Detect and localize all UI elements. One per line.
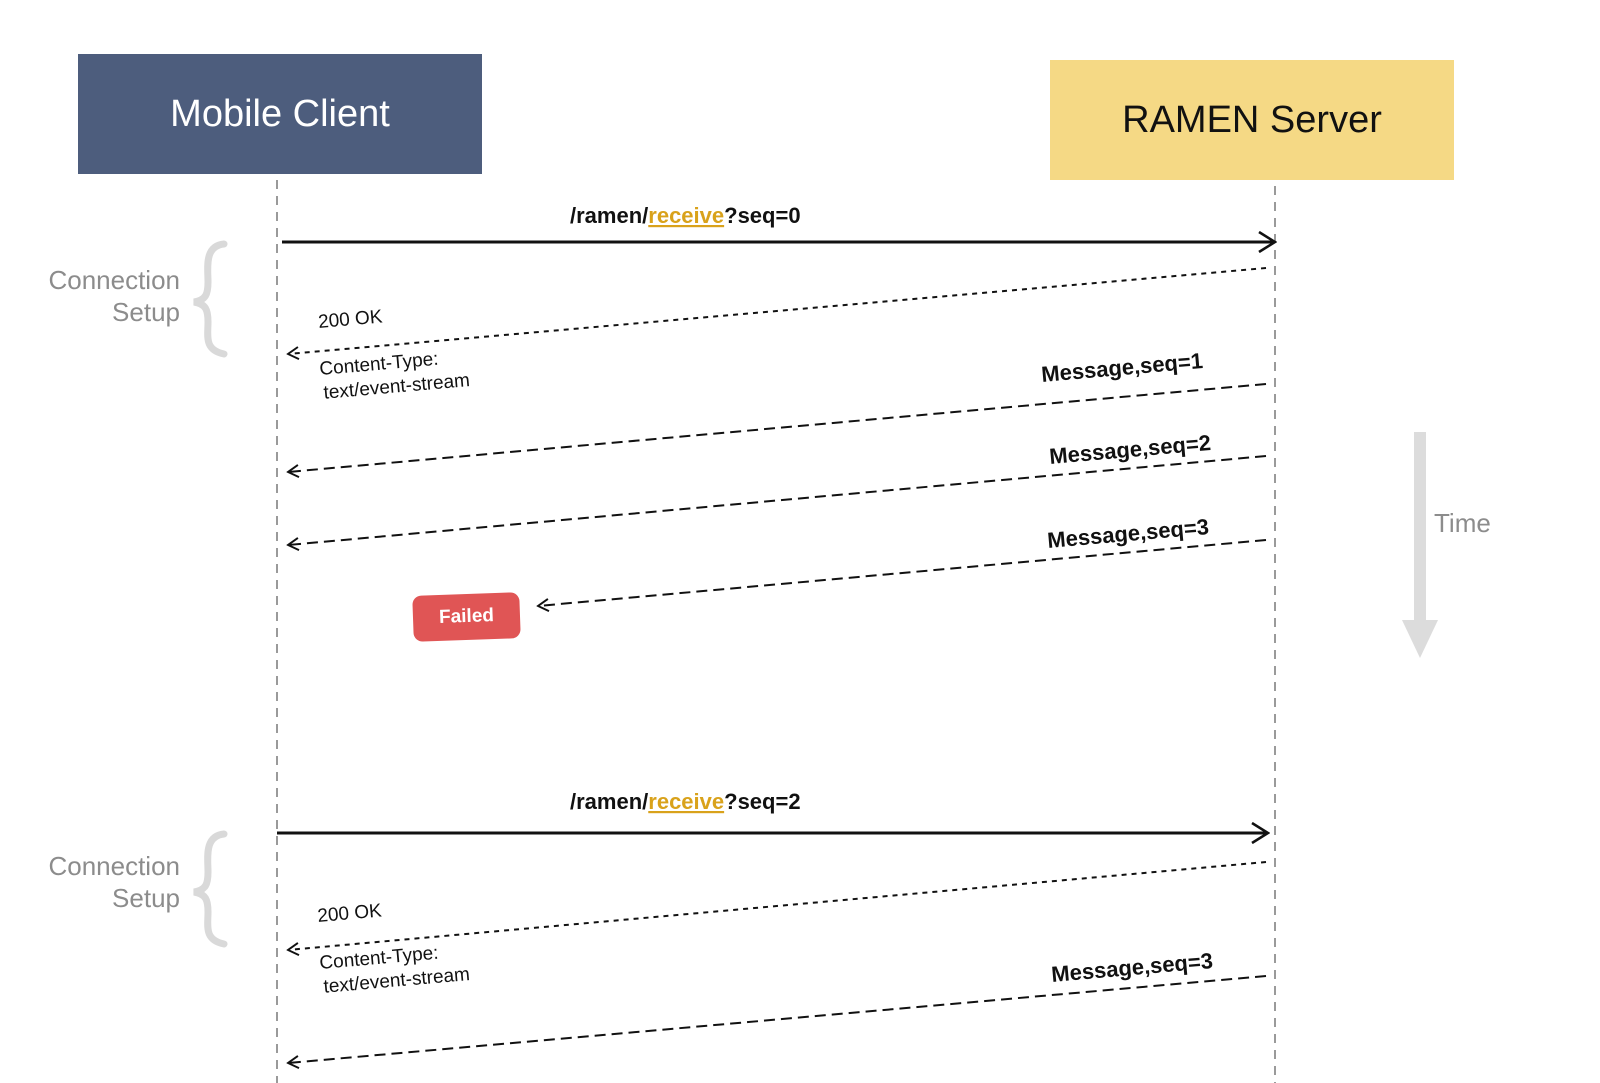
- response-status: 200 OK: [317, 306, 383, 333]
- time-label: Time: [1434, 508, 1491, 538]
- message-arrow: [288, 455, 1267, 545]
- client-actor-label: Mobile Client: [170, 92, 390, 135]
- request-path-suffix: ?seq=2: [724, 789, 800, 814]
- request-path-prefix: /ramen/: [570, 203, 648, 228]
- client-actor-box: [78, 54, 482, 174]
- request-label: /ramen/receive?seq=0: [570, 203, 801, 228]
- request-path-highlight: receive: [648, 789, 724, 814]
- message-label: Message,seq=3: [1050, 948, 1214, 987]
- message-arrow-failed: [538, 539, 1267, 606]
- phase-label-line: Connection: [48, 265, 180, 295]
- message-label: Message,seq=3: [1046, 514, 1210, 553]
- connection-setup-brace: [193, 240, 228, 358]
- response-arrow: [288, 267, 1267, 354]
- server-actor-label: RAMEN Server: [1122, 98, 1382, 141]
- request-path-highlight: receive: [648, 203, 724, 228]
- request-path-suffix: ?seq=0: [724, 203, 800, 228]
- phase-label-line: Connection: [48, 851, 180, 881]
- message-arrow: [288, 975, 1267, 1063]
- time-arrow-head: [1402, 620, 1438, 658]
- failed-badge: Failed: [412, 592, 521, 642]
- response-status: 200 OK: [317, 900, 383, 927]
- phase-label-connection-setup: Connection Setup: [0, 264, 180, 328]
- response-arrow: [288, 861, 1267, 950]
- connection-setup-brace: [193, 830, 228, 948]
- message-arrow: [288, 383, 1267, 472]
- phase-label-line: Setup: [112, 883, 180, 913]
- message-label: Message,seq=1: [1040, 348, 1204, 387]
- phase-label-line: Setup: [112, 297, 180, 327]
- request-path-prefix: /ramen/: [570, 789, 648, 814]
- phase-label-connection-setup: Connection Setup: [0, 850, 180, 914]
- request-label: /ramen/receive?seq=2: [570, 789, 801, 814]
- server-actor-box: [1050, 60, 1454, 180]
